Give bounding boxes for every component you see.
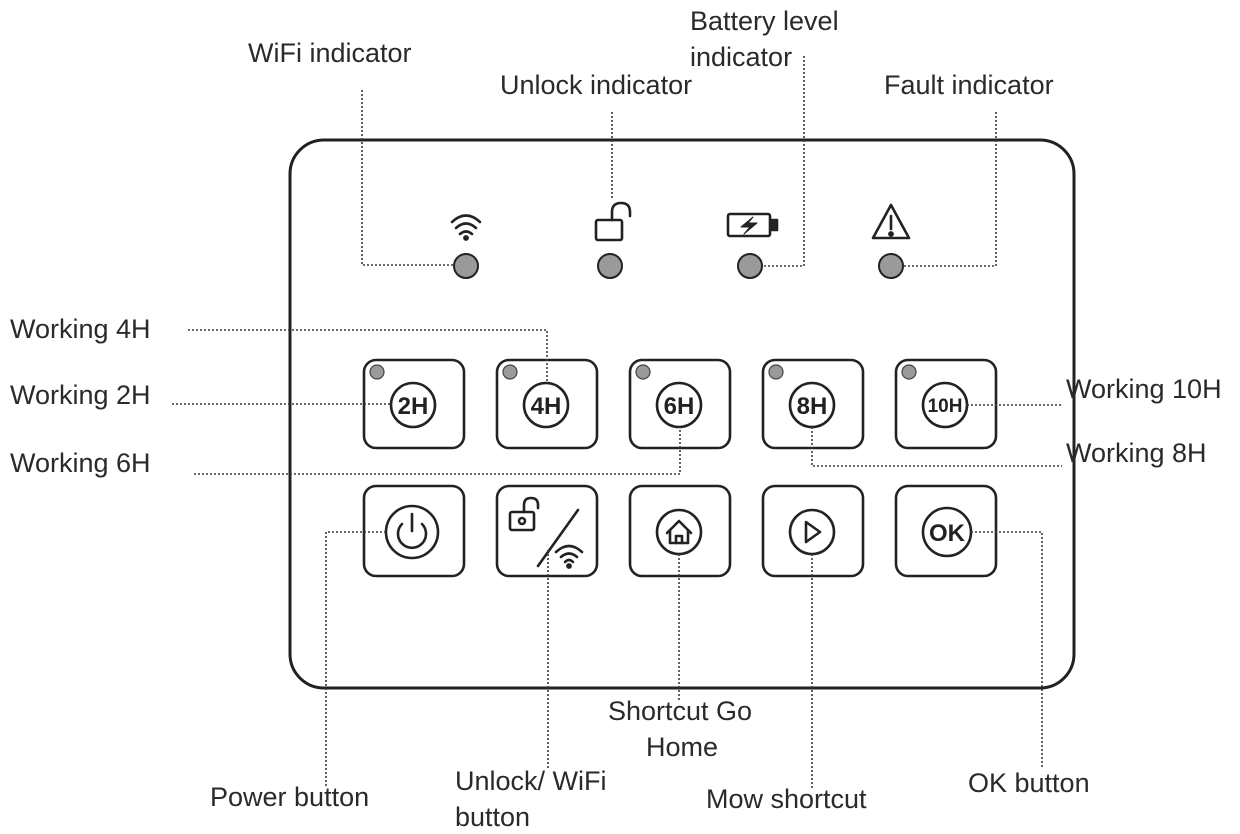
key-6h-label: 6H [664,393,695,420]
leader-working-8h [811,427,1062,467]
home-icon [665,519,693,545]
ok-key[interactable]: OK [894,484,998,578]
label-unlock-indicator: Unlock indicator [500,70,692,100]
key-4h[interactable]: 4H [495,358,599,450]
label-working-10h: Working 10H [1066,374,1222,404]
power-icon [396,512,428,550]
unlock-wifi-key[interactable] [495,484,599,578]
leader-wifi-indicator [361,90,454,266]
key-6h[interactable]: 6H [628,358,732,450]
key-4h-label: 4H [531,393,562,420]
label-wifi-indicator: WiFi indicator [248,38,412,68]
label-working-4h: Working 4H [10,314,151,344]
leader-fault-indicator [903,112,997,267]
label-working-6h: Working 6H [10,448,151,478]
go-home-key[interactable] [628,484,732,578]
label-working-2h: Working 2H [10,380,151,410]
label-mow-shortcut: Mow shortcut [706,784,867,814]
key-slash [536,508,580,568]
label-unlock-wifi-line2: button [455,802,530,832]
mow-key[interactable] [761,484,865,578]
key-2h[interactable]: 2H [362,358,466,450]
unlock-indicator-led [597,253,623,279]
key-2h-label: 2H [398,393,429,420]
fault-indicator-led [878,253,904,279]
label-unlock-wifi-line1: Unlock/ WiFi [455,766,607,796]
label-go-home-line2: Home [646,732,718,762]
wifi-indicator-led [453,253,479,279]
key-8h-label: 8H [797,393,828,420]
label-working-8h: Working 8H [1066,438,1207,468]
wifi-key-icon [554,544,584,569]
leader-power-button [325,531,386,788]
power-key[interactable] [362,484,466,578]
label-go-home-line1: Shortcut Go [608,696,752,726]
leader-ok-button [971,531,1043,768]
unlock-key-icon [508,496,540,532]
fault-indicator-icon [871,203,911,240]
unlock-indicator-icon [594,201,632,242]
label-battery-indicator-line1: Battery level [690,6,839,36]
label-battery-indicator-line2: indicator [690,42,792,72]
label-ok-button: OK button [968,768,1090,798]
ok-key-label: OK [929,520,966,547]
battery-level-indicator-led [737,253,763,279]
label-power-button: Power button [210,782,369,812]
play-icon [804,520,822,544]
key-10h[interactable]: 10H [894,358,998,450]
key-10h-label: 10H [928,396,963,417]
label-fault-indicator: Fault indicator [884,70,1054,100]
leader-battery-indicator [762,56,805,267]
key-8h[interactable]: 8H [761,358,865,450]
battery-level-indicator-icon [726,212,779,238]
leader-working-6h [194,427,681,475]
wifi-indicator-icon [450,214,482,241]
